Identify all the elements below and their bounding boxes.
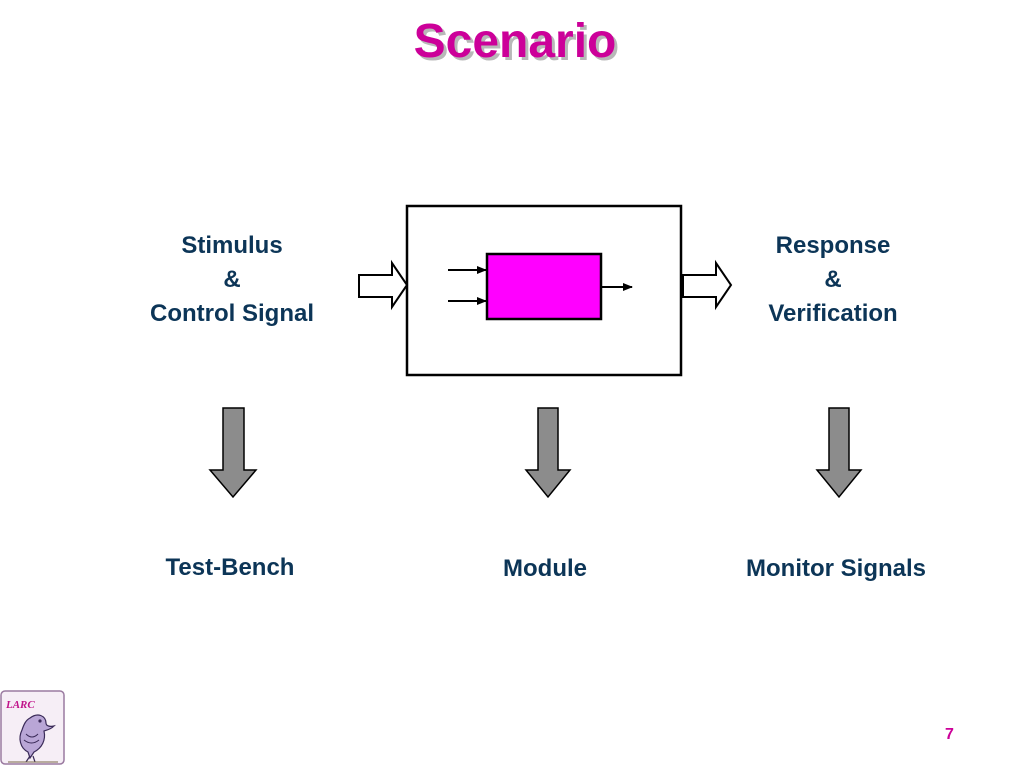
stimulus-line3: Control Signal	[150, 300, 314, 327]
stimulus-line2: &	[223, 266, 241, 293]
stimulus-input-arrow	[358, 259, 409, 311]
down-arrow-module	[524, 407, 572, 499]
down-arrow-testbench	[208, 407, 258, 499]
response-line3: Verification	[768, 300, 898, 327]
larc-logo: LARC	[0, 690, 65, 765]
stimulus-label: Stimulus & Control Signal	[134, 229, 330, 331]
response-line1: Response	[775, 232, 891, 259]
larc-logo-text: LARC	[5, 699, 35, 711]
testbench-label: Test-Bench	[165, 554, 295, 581]
page-number: 7	[945, 726, 954, 743]
response-label: Response & Verification	[753, 229, 913, 331]
down-arrow-monitor	[815, 407, 863, 499]
slide-title: Scenario	[413, 15, 617, 68]
response-line2: &	[824, 266, 842, 293]
module-label: Module	[503, 555, 587, 582]
monitor-signals-label: Monitor Signals	[746, 555, 926, 582]
response-output-arrow	[682, 259, 733, 311]
module-box	[485, 252, 603, 321]
stimulus-line1: Stimulus	[181, 232, 283, 259]
